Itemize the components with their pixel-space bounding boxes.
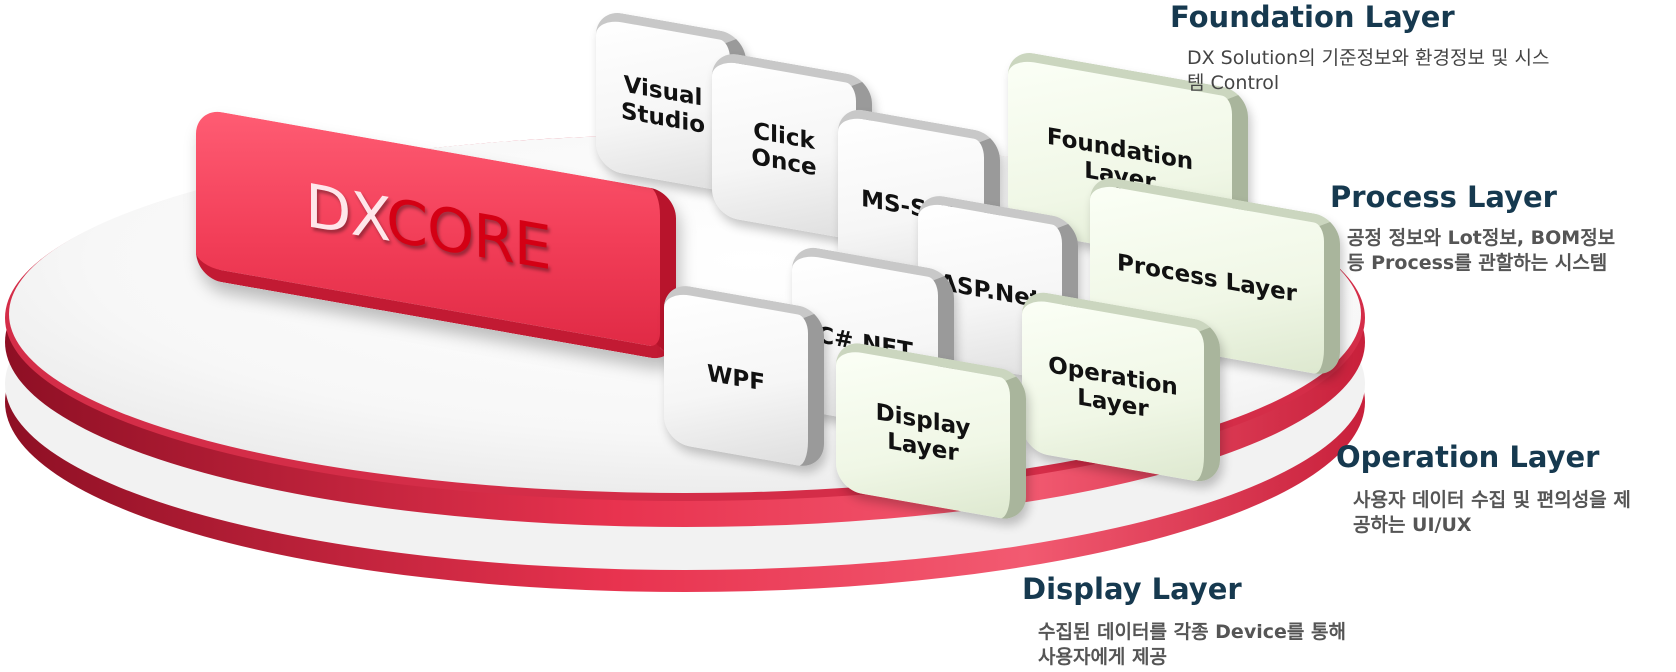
operation-layer-title: Operation Layer [1336, 440, 1600, 474]
display-layer-desc: 수집된 데이터를 각종 Device를 통해 사용자에게 제공 [1038, 621, 1346, 668]
logo-core-text: CORE [386, 185, 551, 285]
foundation-layer-title: Foundation Layer [1170, 0, 1455, 34]
operation-layer-desc: 사용자 데이터 수집 및 편의성을 제 공하는 UI/UX [1353, 489, 1631, 536]
display-layer-title: Display Layer [1022, 572, 1242, 606]
foundation-layer-desc: DX Solution의 기준정보와 환경정보 및 시스 템 Control [1187, 47, 1550, 94]
process-layer-title: Process Layer [1330, 180, 1557, 214]
logo-dx-text: DX [305, 170, 387, 256]
card-wpf: WPF [664, 281, 824, 471]
process-layer-desc: 공정 정보와 Lot정보, BOM정보 등 Process를 관할하는 시스템 [1347, 227, 1616, 274]
dxcore-logo: DXCORE [305, 171, 551, 284]
card-operation-layer: Operation Layer [1022, 288, 1220, 486]
